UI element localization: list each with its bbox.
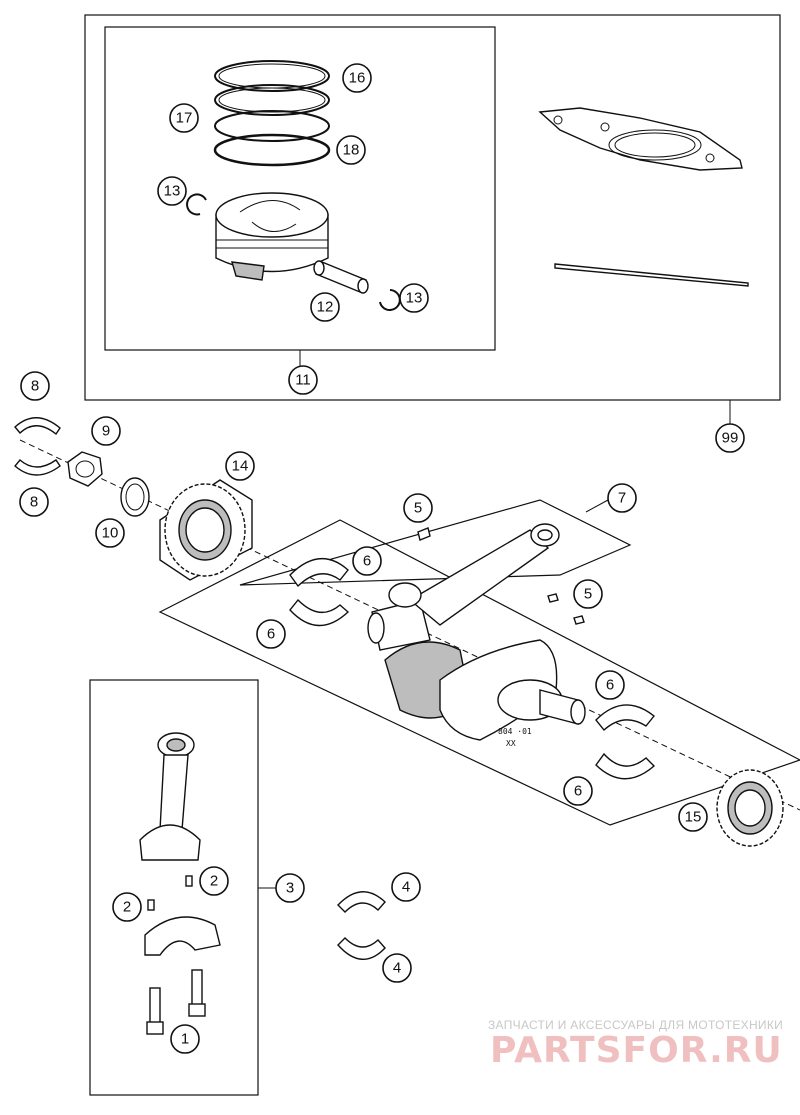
svg-text:16: 16 (349, 70, 366, 87)
svg-text:15: 15 (685, 809, 702, 826)
svg-text:99: 99 (722, 430, 739, 447)
callout-8-bottom: 8 (19, 487, 49, 517)
svg-text:10: 10 (102, 525, 119, 542)
callout-3: 3 (275, 873, 305, 903)
callout-9: 9 (91, 416, 121, 446)
dowel-pin-2-left (147, 899, 155, 911)
callout-13-bottom: 13 (399, 283, 429, 313)
base-gasket (554, 263, 749, 287)
callout-6-d: 6 (563, 776, 593, 806)
washer-10 (120, 477, 150, 517)
callout-4-top: 4 (391, 872, 421, 902)
callout-17: 17 (169, 103, 199, 133)
callout-4-bottom: 4 (382, 953, 412, 983)
nut-9 (67, 451, 103, 487)
bearing-shell-8-upper (14, 417, 61, 436)
callout-6-a: 6 (352, 546, 382, 576)
svg-text:3: 3 (286, 880, 294, 897)
piston-ring-16 (214, 60, 330, 92)
svg-text:4: 4 (402, 879, 410, 896)
svg-text:13: 13 (406, 290, 423, 307)
svg-text:6: 6 (267, 626, 275, 643)
svg-text:17: 17 (176, 110, 193, 127)
main-bearing-6-a (289, 557, 349, 588)
callout-11: 11 (288, 365, 318, 395)
callout-2-left: 2 (112, 892, 142, 922)
svg-text:13: 13 (164, 183, 181, 200)
svg-text:6: 6 (606, 677, 614, 694)
callout-2-right: 2 (199, 866, 229, 896)
svg-text:8: 8 (31, 378, 39, 395)
callout-16: 16 (342, 63, 372, 93)
crank-marking-line2: XX (506, 739, 516, 748)
crankshaft-frame-6 (158, 519, 800, 826)
circlip-13-left (186, 193, 207, 216)
callout-7: 7 (607, 483, 637, 513)
connecting-rod (139, 732, 201, 861)
callout-14: 14 (225, 451, 255, 481)
svg-text:2: 2 (123, 899, 131, 916)
callout-99: 99 (715, 423, 745, 453)
rod-cap (144, 916, 221, 956)
callout-1: 1 (170, 1024, 200, 1054)
svg-text:5: 5 (584, 586, 592, 603)
callout-15: 15 (678, 802, 708, 832)
svg-text:7: 7 (618, 490, 626, 507)
woodruff-key-5-right-a (547, 593, 559, 603)
piston-ring-18 (213, 110, 331, 167)
svg-text:8: 8 (30, 494, 38, 511)
svg-text:4: 4 (393, 960, 401, 977)
rod-bolt-1-right (188, 969, 206, 1017)
callout-5-right: 5 (573, 579, 603, 609)
kit-frame-99 (84, 14, 781, 401)
callout-6-b: 6 (256, 619, 286, 649)
bearing-shell-8-lower (14, 459, 61, 476)
callout-8-top: 8 (20, 371, 50, 401)
watermark-caption: ЗАПЧАСТИ И АКСЕССУАРЫ ДЛЯ МОТОТЕХНИКИ (488, 1018, 784, 1032)
gear-15 (716, 769, 784, 847)
callout-13-top: 13 (157, 176, 187, 206)
main-bearing-6-d (595, 752, 656, 780)
svg-text:1: 1 (181, 1031, 189, 1048)
svg-text:9: 9 (102, 423, 110, 440)
svg-text:14: 14 (232, 458, 249, 475)
gear-14 (159, 479, 253, 581)
woodruff-key-5-top (417, 527, 431, 541)
callout-12: 12 (310, 292, 340, 322)
piston-pin-12 (313, 260, 369, 294)
svg-text:11: 11 (295, 372, 311, 389)
crank-marking-line1: 804 ·01 (498, 727, 532, 736)
svg-text:5: 5 (414, 500, 422, 517)
bearing-shell-4-lower (337, 937, 386, 960)
connecting-rod-installed (388, 523, 560, 626)
crankshaft: 804 ·01 XX (367, 599, 586, 748)
svg-text:6: 6 (363, 553, 371, 570)
main-bearing-6-b (289, 598, 350, 627)
dowel-pin-2-right (185, 875, 193, 887)
circlip-13-right (379, 289, 401, 311)
callout-18: 18 (336, 135, 366, 165)
main-bearing-6-c (595, 704, 655, 732)
svg-text:18: 18 (343, 142, 360, 159)
cylinder-head-gasket (538, 107, 743, 171)
bearing-shell-4-upper (337, 891, 386, 913)
svg-text:12: 12 (317, 299, 334, 316)
rod-bolt-1-left (146, 987, 164, 1035)
watermark-brand: PARTSFOR.RU (490, 1030, 783, 1071)
callout-5-top: 5 (403, 493, 433, 523)
callout-6-c: 6 (595, 670, 625, 700)
piston (215, 192, 329, 281)
woodruff-key-5-right-b (573, 615, 585, 625)
svg-text:6: 6 (574, 783, 582, 800)
svg-text:2: 2 (210, 873, 218, 890)
callout-10: 10 (95, 518, 125, 548)
